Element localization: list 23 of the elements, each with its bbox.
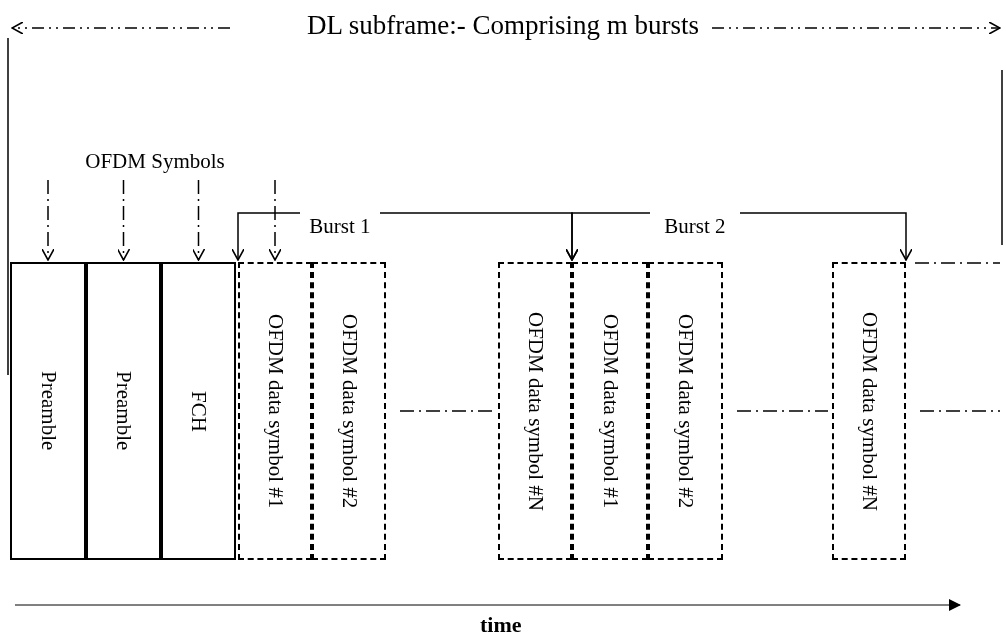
callout-text: Burst 1 bbox=[300, 211, 380, 241]
frame-field-box: Preamble bbox=[86, 262, 161, 560]
callout-text: OFDM Symbols bbox=[80, 146, 230, 176]
leader-arrow bbox=[116, 179, 131, 261]
bracket-arrow bbox=[739, 212, 913, 261]
continuation-line bbox=[399, 410, 495, 412]
leader-arrow bbox=[268, 179, 282, 261]
bracket-arrow bbox=[231, 212, 301, 261]
continuation-line bbox=[736, 410, 829, 412]
data-symbol-box: OFDM data symbol #N bbox=[832, 262, 906, 560]
data-symbol-box: OFDM data symbol #1 bbox=[572, 262, 648, 560]
leader-arrow bbox=[41, 179, 55, 261]
callout-text: Burst 2 bbox=[650, 211, 740, 241]
frame-field-box: Preamble bbox=[10, 262, 86, 560]
data-symbol-box: OFDM data symbol #2 bbox=[312, 262, 386, 560]
data-symbol-box: OFDM data symbol #1 bbox=[238, 262, 312, 560]
leader-arrow bbox=[191, 179, 206, 261]
continuation-line bbox=[919, 410, 1001, 412]
axis-label: time bbox=[480, 612, 522, 638]
frame-field-box: FCH bbox=[161, 262, 236, 560]
data-symbol-box: OFDM data symbol #N bbox=[498, 262, 572, 560]
bracket-arrow bbox=[565, 212, 651, 261]
data-symbol-box: OFDM data symbol #2 bbox=[648, 262, 723, 560]
